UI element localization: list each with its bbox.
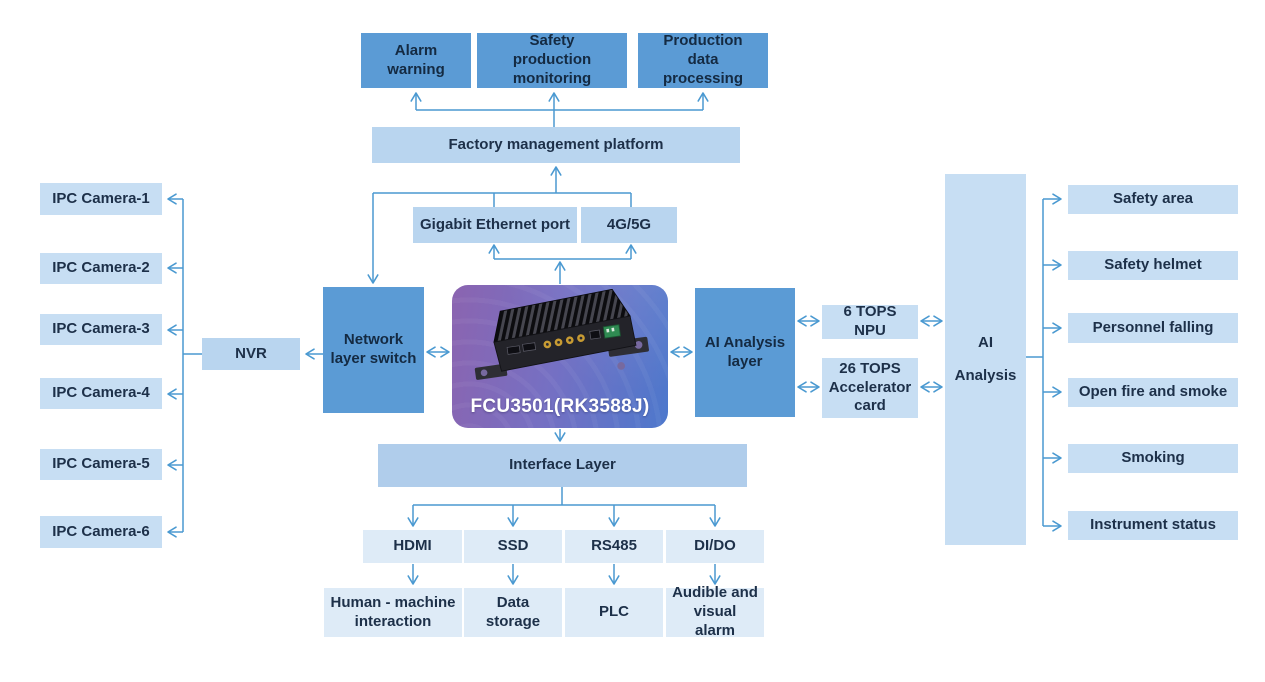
box-instrument-status: Instrument status [1068, 511, 1238, 540]
box-data-storage: Data storage [464, 588, 562, 637]
box-hdmi: HDMI [363, 530, 462, 563]
box-rs485: RS485 [565, 530, 663, 563]
box-safety-production-monitoring: Safety production monitoring [477, 32, 627, 88]
box-ipc-camera-5: IPC Camera-5 [40, 449, 162, 480]
fcu-device-panel: FCU3501(RK3588J) [452, 285, 668, 428]
box-safety-area: Safety area [1068, 185, 1238, 214]
box-production-data-processing: Production data processing [638, 32, 768, 88]
box-ipc-camera-2: IPC Camera-2 [40, 253, 162, 284]
box-human-machine-interaction: Human - machine interaction [324, 588, 462, 637]
box-gigabit-ethernet-port: Gigabit Ethernet port [413, 207, 577, 243]
box-ipc-camera-1: IPC Camera-1 [40, 183, 162, 215]
box-ipc-camera-3: IPC Camera-3 [40, 314, 162, 345]
box-audible-and-visual-alarm: Audible and visual alarm [666, 584, 764, 639]
box-ssd: SSD [464, 530, 562, 563]
box-interface-layer: Interface Layer [378, 444, 747, 487]
box-26-tops-accelerator-card: 26 TOPS Accelerator card [822, 358, 918, 418]
box-smoking: Smoking [1068, 444, 1238, 473]
box-alarm-warning: Alarm warning [361, 33, 471, 88]
box-network-layer-switch: Network layer switch [323, 287, 424, 413]
box-di-do: DI/DO [666, 530, 764, 563]
box-ai-analysis-layer: AI Analysis layer [695, 288, 795, 417]
box-6-tops-npu: 6 TOPS NPU [822, 303, 918, 339]
box-nvr: NVR [202, 338, 300, 370]
box-open-fire-and-smoke: Open fire and smoke [1068, 378, 1238, 407]
fcu-device-image [474, 289, 649, 380]
box-4g-5g: 4G/5G [581, 207, 677, 243]
box-factory-management-platform: Factory management platform [372, 127, 740, 163]
box-plc: PLC [565, 588, 663, 637]
box-safety-helmet: Safety helmet [1068, 251, 1238, 280]
box-personnel-falling: Personnel falling [1068, 313, 1238, 343]
box-ai-analysis: AI Analysis [945, 174, 1026, 545]
box-ipc-camera-4: IPC Camera-4 [40, 378, 162, 409]
fcu-device-label: FCU3501(RK3588J) [470, 396, 650, 417]
box-ipc-camera-6: IPC Camera-6 [40, 516, 162, 548]
